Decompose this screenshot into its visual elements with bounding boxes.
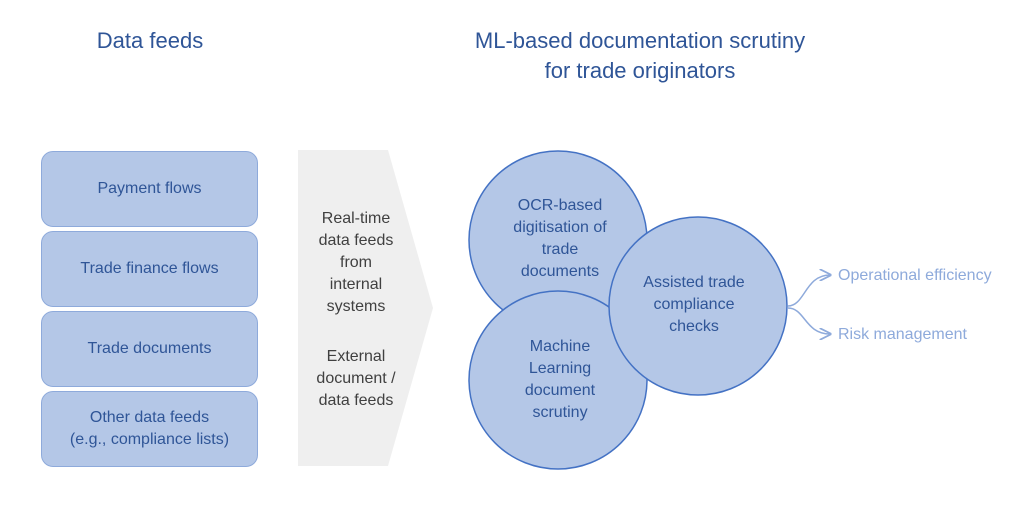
connector-risk-management bbox=[787, 307, 830, 334]
feed-label: Payment flows bbox=[97, 180, 202, 197]
text-line: compliance bbox=[653, 296, 735, 313]
compliance-circle bbox=[608, 216, 788, 396]
outcome-operational-efficiency: Operational efficiency bbox=[838, 267, 992, 284]
feed-label: Trade documents bbox=[87, 340, 212, 357]
text-line: document / bbox=[316, 370, 396, 387]
text-line: Real-time bbox=[321, 210, 391, 227]
ml-circle bbox=[468, 290, 648, 470]
ocr-circle-label: OCR-based digitisation of trade document… bbox=[480, 195, 640, 283]
feed-label: Other data feeds bbox=[89, 409, 210, 426]
feed-trade-documents: Trade documents bbox=[41, 311, 258, 387]
text-line: Machine bbox=[529, 338, 591, 355]
outcome-risk-management: Risk management bbox=[838, 326, 967, 343]
text-line: External bbox=[326, 348, 386, 365]
text-line: data feeds bbox=[318, 392, 394, 409]
text-line: document bbox=[524, 382, 596, 399]
text-line: data feeds bbox=[318, 232, 394, 249]
ml-scrutiny-heading: ML-based documentation scrutiny for trad… bbox=[410, 26, 870, 86]
text-line: documents bbox=[520, 263, 600, 280]
text-line: systems bbox=[326, 298, 386, 315]
connector-operational-efficiency bbox=[787, 275, 830, 307]
text-line: scrutiny bbox=[532, 404, 588, 421]
ml-circle-label: Machine Learning document scrutiny bbox=[480, 336, 640, 424]
text-line: digitisation of bbox=[513, 219, 607, 236]
data-feeds-heading: Data feeds bbox=[96, 28, 204, 53]
feed-label-sub: (e.g., compliance lists) bbox=[69, 431, 230, 448]
text-line: OCR-based bbox=[517, 197, 603, 214]
feed-payment-flows: Payment flows bbox=[41, 151, 258, 227]
compliance-circle-label: Assisted trade compliance checks bbox=[614, 272, 774, 338]
feed-other-data-feeds: Other data feeds (e.g., compliance lists… bbox=[41, 391, 258, 467]
text-line: checks bbox=[669, 318, 719, 335]
ml-scrutiny-heading-line2: for trade originators bbox=[544, 58, 736, 83]
text-line: trade bbox=[541, 241, 579, 258]
text-line: internal bbox=[329, 276, 383, 293]
text-line: Assisted trade bbox=[643, 274, 745, 291]
internal-feeds-text: Real-time data feeds from internal syste… bbox=[298, 208, 414, 318]
external-feeds-text: External document / data feeds bbox=[298, 346, 414, 412]
ml-scrutiny-heading-line1: ML-based documentation scrutiny bbox=[474, 28, 806, 53]
text-line: Learning bbox=[528, 360, 592, 377]
text-line: from bbox=[340, 254, 372, 271]
flow-arrow-shape bbox=[298, 150, 433, 466]
feed-label: Trade finance flows bbox=[80, 260, 219, 277]
feed-trade-finance-flows: Trade finance flows bbox=[41, 231, 258, 307]
